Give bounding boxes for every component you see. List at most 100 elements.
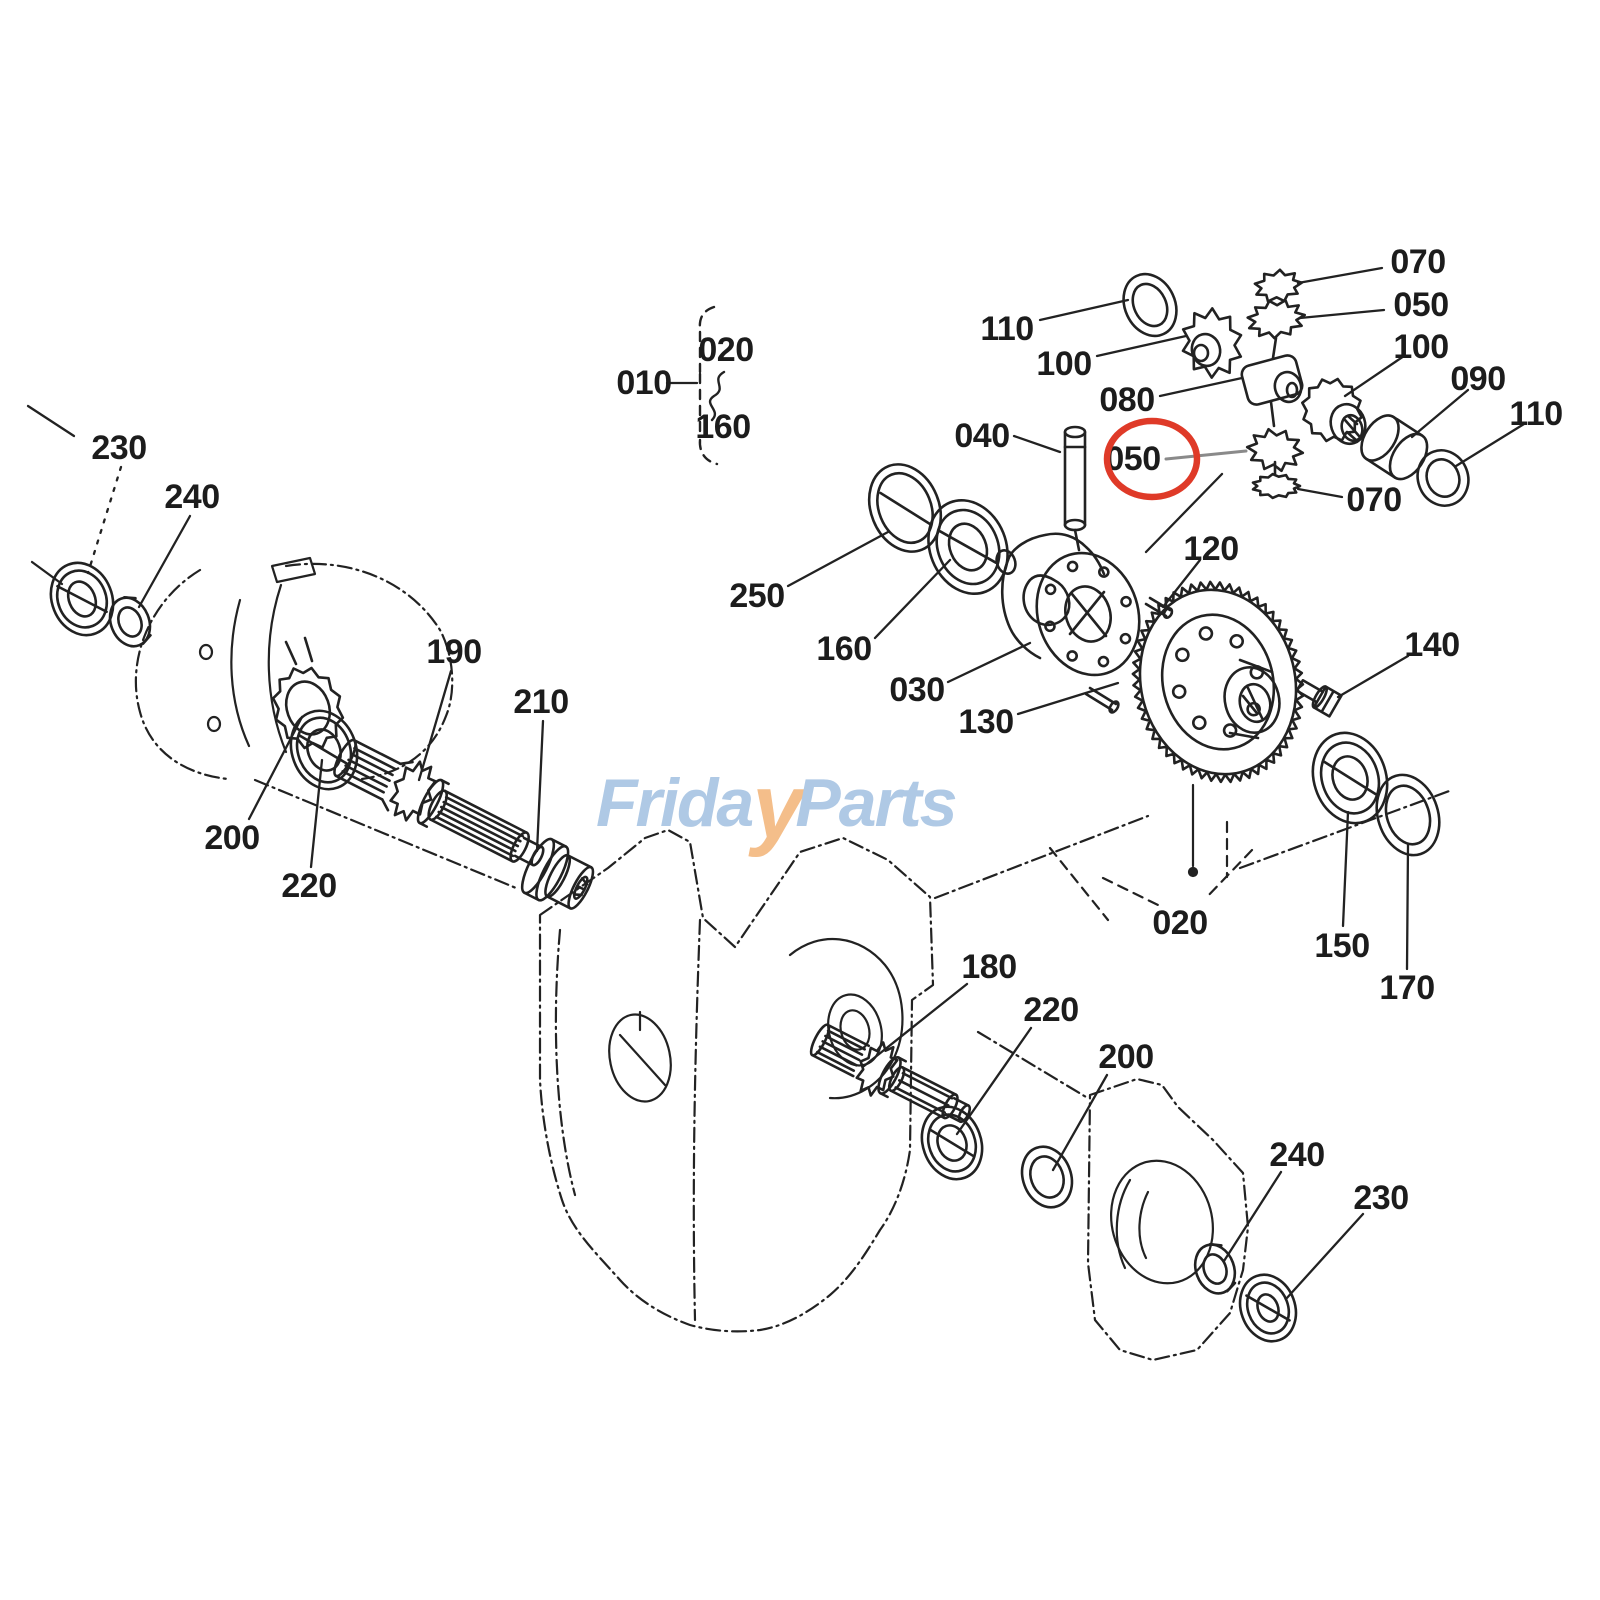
collar-lower xyxy=(1193,1242,1237,1295)
part-label-140: 140 xyxy=(1404,626,1459,664)
main-case-phantom xyxy=(538,788,1454,1333)
side-gear-left-teeth xyxy=(1181,307,1243,379)
main-case-details xyxy=(608,937,904,1103)
leader-line xyxy=(137,514,192,609)
side-washer xyxy=(1375,773,1441,857)
part-label-220-left: 220 xyxy=(281,867,336,905)
leader-line xyxy=(535,719,545,853)
part-label-200-bottom: 200 xyxy=(1098,1038,1153,1076)
leader-line xyxy=(26,404,76,438)
leader-line xyxy=(1161,558,1202,609)
part-label-200-left: 200 xyxy=(204,819,259,857)
pinion-shaft-upper xyxy=(333,738,545,867)
part-label-090: 090 xyxy=(1450,360,1505,398)
gear-shapes xyxy=(271,268,1363,1097)
part-label-010: 010 xyxy=(616,364,671,402)
part-label-160-mid: 160 xyxy=(816,630,871,668)
part-label-110-left: 110 xyxy=(980,310,1033,348)
part-label-240-bottom: 240 xyxy=(1269,1136,1324,1174)
rear-cover-phantom xyxy=(1086,1077,1250,1362)
part-label-230-left: 230 xyxy=(91,429,146,467)
part-label-190: 190 xyxy=(426,633,481,671)
part-label-070-bottom: 070 xyxy=(1346,481,1401,519)
part-label-100-right: 100 xyxy=(1393,328,1448,366)
collar-left xyxy=(108,596,152,648)
spider-block xyxy=(1240,354,1304,406)
leader-line xyxy=(946,641,1032,684)
part-label-230-bottom: 230 xyxy=(1353,1179,1408,1217)
part-label-210: 210 xyxy=(513,683,568,721)
leader-line xyxy=(1012,434,1062,454)
leader-line xyxy=(1164,449,1248,461)
sub-assembly-020-marks xyxy=(1048,783,1254,922)
spider-axis-lines xyxy=(1269,336,1278,476)
part-labels: 0700501000901101101000800400500701200301… xyxy=(91,243,1563,1217)
part-label-080: 080 xyxy=(1099,381,1154,419)
leader-line xyxy=(1410,388,1470,439)
lower-shaft-gear-teeth xyxy=(855,1041,899,1097)
leader-line xyxy=(955,1026,1033,1136)
axle-flange-details xyxy=(198,556,317,754)
part-label-050-top: 050 xyxy=(1393,286,1448,324)
ring-gear xyxy=(1138,588,1298,776)
part-label-040: 040 xyxy=(954,417,1009,455)
part-label-160-bracket: 160 xyxy=(695,408,750,446)
coupling xyxy=(520,837,595,910)
leader-line xyxy=(1016,681,1120,716)
upper-shaft-gear-teeth xyxy=(389,760,437,822)
leader-line xyxy=(1454,422,1526,468)
diff-case xyxy=(995,532,1141,714)
leader-line xyxy=(1144,472,1224,554)
leader-line xyxy=(1038,298,1130,322)
leader-line xyxy=(1341,810,1350,928)
spider-washer-teeth xyxy=(1251,472,1302,500)
leader-line xyxy=(1051,1073,1109,1172)
svg-text:FridayParts: FridayParts xyxy=(596,756,956,858)
watermark-text-before: Frida xyxy=(596,765,752,841)
retainer-ring-left xyxy=(284,636,332,736)
spider-gear-teeth xyxy=(1245,427,1305,473)
watermark-text-after: Parts xyxy=(795,765,955,841)
leader-line xyxy=(1298,308,1386,320)
axle-flange-phantom xyxy=(134,562,518,890)
side-gear-right-rim xyxy=(1301,377,1363,443)
part-label-030: 030 xyxy=(889,671,944,709)
side-gear-left-core xyxy=(1190,332,1222,368)
leader-line xyxy=(1296,487,1344,499)
part-label-130: 130 xyxy=(958,703,1013,741)
leader-lines xyxy=(26,266,1526,1301)
assembly-bracket-010 xyxy=(698,305,726,466)
watermark-accent: y xyxy=(748,756,807,858)
part-label-170: 170 xyxy=(1379,969,1434,1007)
leader-line xyxy=(1222,1170,1283,1263)
seal-lower xyxy=(1238,1273,1298,1343)
thrust-washer-left xyxy=(1122,272,1178,338)
leader-line xyxy=(417,669,453,782)
bearing-lower xyxy=(920,1105,984,1181)
gear-top-teeth xyxy=(1246,298,1306,340)
leader-line xyxy=(1284,1212,1365,1301)
shim-seal xyxy=(867,463,943,553)
rear-cover-details xyxy=(1110,1159,1214,1285)
part-label-020-bracket: 020 xyxy=(698,331,753,369)
leader-line xyxy=(86,465,123,575)
part-label-110-right: 110 xyxy=(1509,395,1562,433)
leader-line xyxy=(1336,654,1410,699)
pinion-top-teeth xyxy=(1253,268,1304,303)
leader-line xyxy=(30,560,64,586)
carrier-bearing xyxy=(927,498,1009,596)
leader-line xyxy=(1343,354,1406,398)
leader-line xyxy=(873,558,952,640)
leader-line xyxy=(1405,843,1410,971)
leader-line xyxy=(247,715,304,821)
side-bearing xyxy=(1311,731,1389,825)
part-label-250: 250 xyxy=(729,577,784,615)
fridayparts-watermark: FridayParts xyxy=(596,756,958,858)
part-label-100-left: 100 xyxy=(1036,345,1091,383)
leader-line xyxy=(1296,266,1384,285)
leader-line xyxy=(786,530,890,588)
part-label-180: 180 xyxy=(961,948,1016,986)
seal-left xyxy=(49,561,115,637)
part-label-050-circled: 050 xyxy=(1105,440,1160,478)
